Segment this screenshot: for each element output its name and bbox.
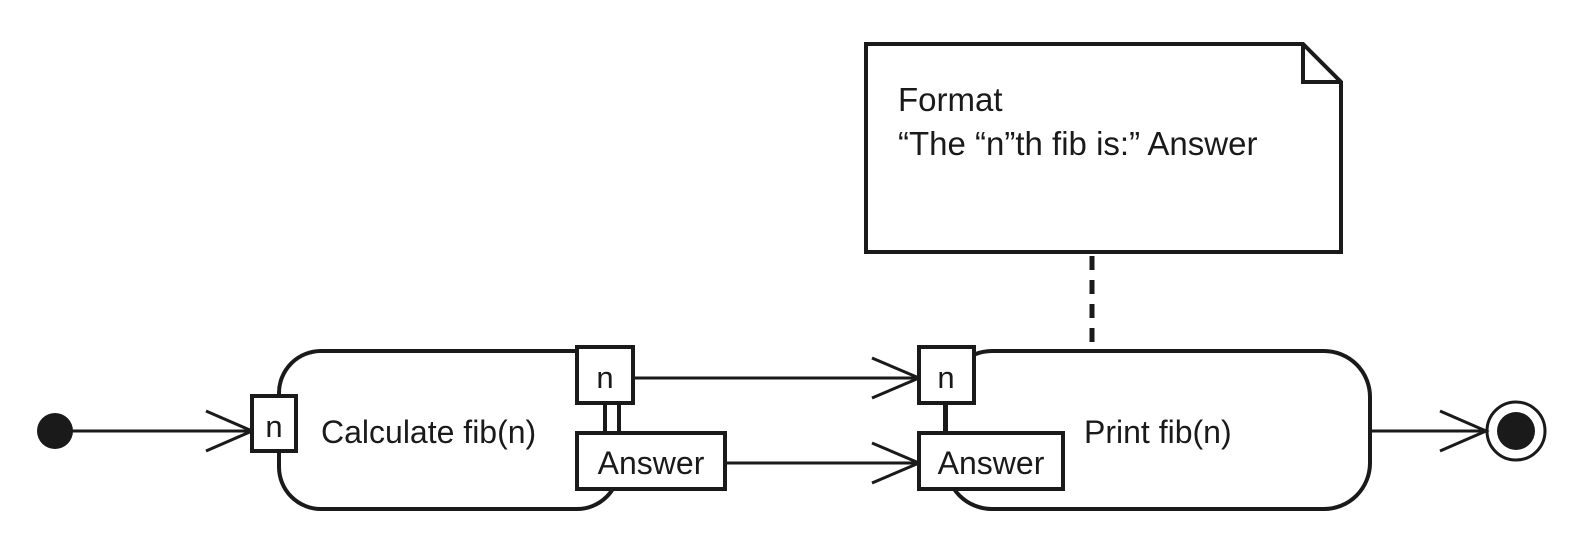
flow-initial-to-calculate (72, 409, 256, 453)
print-input-pin-n: n (917, 345, 976, 405)
initial-node (37, 413, 73, 449)
note-comment: Format “The “n”th fib is:” Answer (864, 42, 1343, 254)
calculate-output-pin-answer: Answer (575, 431, 727, 491)
note-fold (1301, 44, 1341, 84)
calculate-input-pin-n: n (250, 394, 298, 453)
note-line-2: “The “n”th fib is:” Answer (898, 125, 1257, 162)
calculate-action-label: Calculate fib(n) (321, 414, 536, 450)
note-box (864, 42, 1343, 254)
note-line-1: Format (898, 81, 1003, 118)
flow-answer (725, 441, 923, 485)
svg-text:n: n (596, 360, 613, 395)
action-calculate: Calculate fib(n) (277, 349, 621, 511)
flow-n (633, 356, 923, 400)
svg-text:Answer: Answer (598, 445, 705, 481)
svg-text:Answer: Answer (938, 445, 1045, 481)
calculate-output-pin-n: n (575, 345, 635, 405)
print-input-pin-answer: Answer (917, 431, 1065, 491)
svg-text:n: n (265, 409, 282, 444)
svg-text:n: n (937, 360, 954, 395)
flow-print-to-final (1370, 409, 1490, 453)
activity-final-node (1485, 400, 1547, 462)
print-action-label: Print fib(n) (1084, 414, 1232, 450)
